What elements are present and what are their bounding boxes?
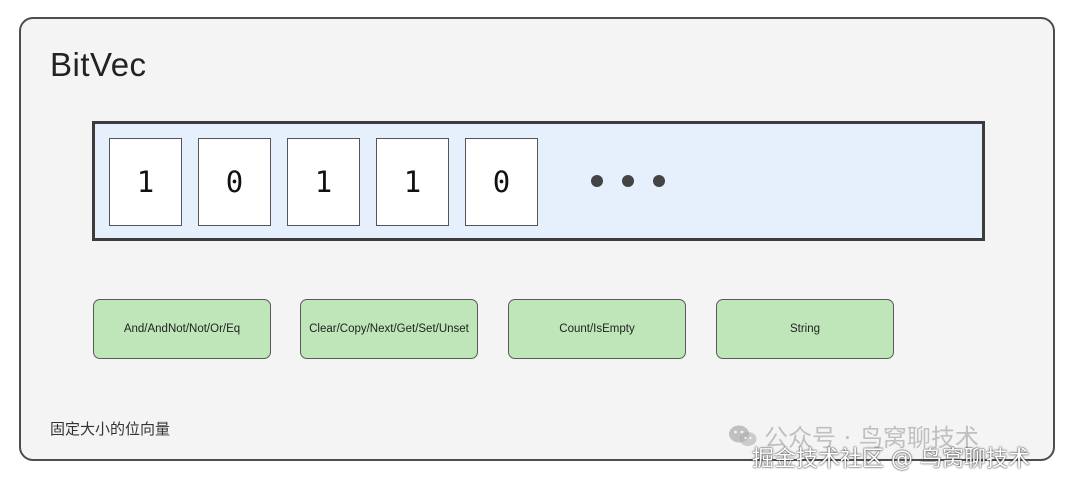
diagram-caption: 固定大小的位向量 — [50, 420, 171, 438]
wechat-icon — [728, 424, 758, 448]
watermark-text-1: 公众号 · 鸟窝聊技术 — [764, 424, 979, 452]
operation-box-string: String — [716, 299, 894, 359]
bit-cell: 1 — [287, 138, 360, 226]
ellipsis-dot — [591, 175, 603, 187]
ellipsis-icon — [591, 175, 665, 191]
operation-box-count: Count/IsEmpty — [508, 299, 686, 359]
bit-cell: 0 — [465, 138, 538, 226]
bit-cell: 0 — [198, 138, 271, 226]
watermark-line2: 掘金技术社区 @ 鸟窝聊技术 — [752, 447, 1030, 472]
ellipsis-dot — [622, 175, 634, 187]
watermark-line1: 公众号 · 鸟窝聊技术 — [728, 418, 979, 453]
diagram-title: BitVec — [50, 46, 147, 83]
bit-cell: 1 — [376, 138, 449, 226]
bit-container: 1 0 1 1 0 — [92, 121, 985, 241]
ellipsis-dot — [653, 175, 665, 187]
bit-cell: 1 — [109, 138, 182, 226]
operation-box-logic: And/AndNot/Not/Or/Eq — [93, 299, 271, 359]
operation-box-access: Clear/Copy/Next/Get/Set/Unset — [300, 299, 478, 359]
